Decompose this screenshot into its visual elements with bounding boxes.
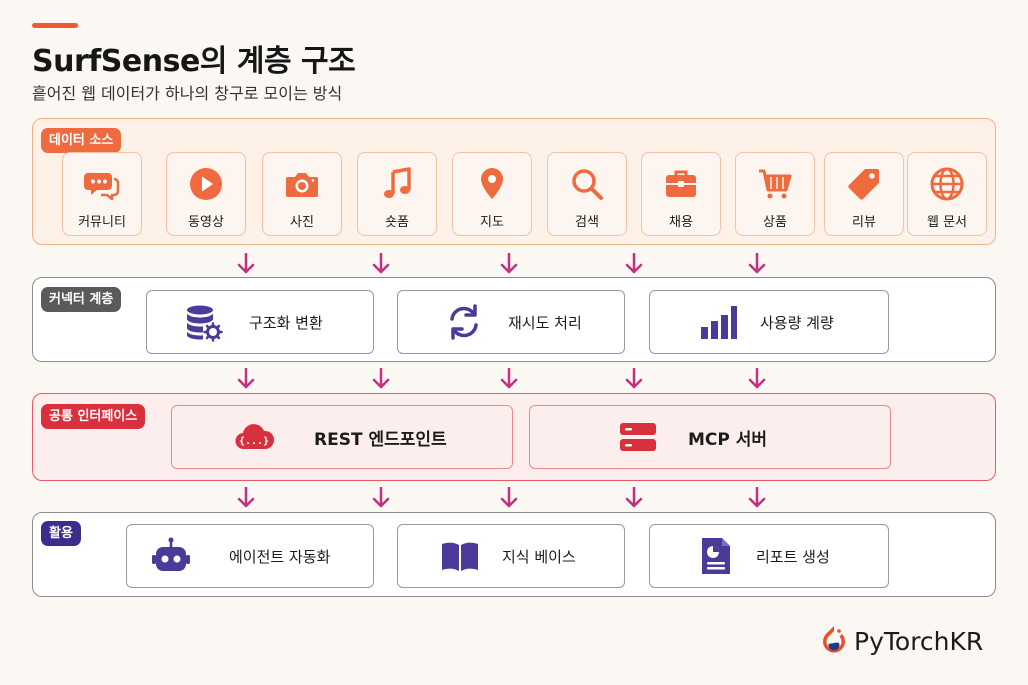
source-label: 동영상 [188,215,224,230]
connector-structuring: 구조화 변환 [146,290,374,354]
robot-icon [152,537,190,571]
use-agent-automation: 에이전트 자동화 [126,524,374,588]
cloud-api-icon: {...} [235,424,274,450]
flow-arrow [748,253,766,274]
connector-label: 구조화 변환 [249,313,323,332]
data-sources-tag: 데이터 소스 [41,128,122,153]
source-label: 사진 [290,215,314,230]
source-photo: 사진 [262,152,342,236]
music-note-icon [384,167,411,198]
server-icon [620,423,656,451]
book-icon [442,542,478,571]
source-label: 지도 [480,215,504,230]
interface-label: REST 엔드포인트 [314,429,447,450]
tag-icon [848,169,879,200]
flow-arrow [625,487,643,508]
flow-arrow [625,368,643,389]
connector-layer: 커넥터 계층 구조화 변환 재시도 처리 사용량 계량 [32,277,996,362]
connector-label: 재시도 처리 [508,313,582,332]
source-reviews: 리뷰 [824,152,904,236]
globe-icon [930,167,964,201]
interface-mcp: MCP 서버 [529,405,891,469]
svg-text:{...}: {...} [239,436,269,447]
use-layer: 활용 에이전트 자동화 지식 베이스 리포트 생성 [32,512,996,597]
refresh-icon [450,304,478,340]
source-label: 숏폼 [385,215,409,230]
flow-arrow [625,253,643,274]
page-title: SurfSense의 계층 구조 [32,44,356,79]
use-label: 리포트 생성 [756,547,830,566]
source-search: 검색 [547,152,627,236]
source-label: 채용 [669,215,693,230]
play-icon [190,168,222,200]
flow-arrow [372,487,390,508]
briefcase-icon [666,170,696,197]
source-shortform: 숏폼 [357,152,437,236]
source-label: 검색 [575,215,599,230]
brand-name: PyTorchKR [854,626,984,656]
interface-rest: {...} REST 엔드포인트 [171,405,513,469]
use-knowledge-base: 지식 베이스 [397,524,625,588]
report-icon [702,538,730,574]
connector-tag: 커넥터 계층 [41,287,122,312]
common-interface-tag: 공통 인터페이스 [41,404,146,429]
source-label: 상품 [763,215,787,230]
source-label: 커뮤니티 [78,215,126,230]
source-label: 웹 문서 [926,215,967,230]
search-icon [572,169,603,200]
bar-chart-icon [701,306,737,339]
database-gear-icon [187,305,223,342]
use-report-generation: 리포트 생성 [649,524,889,588]
flow-arrow [748,368,766,389]
source-label: 리뷰 [852,215,876,230]
source-jobs: 채용 [641,152,721,236]
shopping-cart-icon [759,169,792,199]
flow-arrow [237,253,255,274]
flow-arrow [500,368,518,389]
source-web-docs: 웹 문서 [907,152,987,236]
flow-arrow [237,487,255,508]
chat-bubbles-icon [84,173,120,201]
flow-arrow [237,368,255,389]
flow-arrow [500,487,518,508]
use-label: 에이전트 자동화 [229,547,331,566]
source-products: 상품 [735,152,815,236]
flow-arrow [748,487,766,508]
common-interface-layer: 공통 인터페이스 {...} REST 엔드포인트 MCP 서버 [32,393,996,481]
use-label: 지식 베이스 [502,547,576,566]
flow-arrow [500,253,518,274]
connector-label: 사용량 계량 [760,313,834,332]
page-subtitle: 흩어진 웹 데이터가 하나의 창구로 모이는 방식 [32,84,343,103]
flow-arrow [372,253,390,274]
camera-icon [286,173,318,197]
use-tag: 활용 [41,521,81,546]
flow-arrow [372,368,390,389]
pytorch-flame-icon [823,626,845,653]
source-community: 커뮤니티 [62,152,142,236]
brand: PyTorchKR [820,624,983,658]
map-pin-icon [481,168,503,199]
connector-metering: 사용량 계량 [649,290,889,354]
interface-label: MCP 서버 [688,429,768,450]
data-sources-layer: 데이터 소스 커뮤니티 동영상 사진 숏폼 [32,118,996,245]
title-accent-bar [32,23,78,28]
source-map: 지도 [452,152,532,236]
connector-retry: 재시도 처리 [397,290,625,354]
source-video: 동영상 [166,152,246,236]
